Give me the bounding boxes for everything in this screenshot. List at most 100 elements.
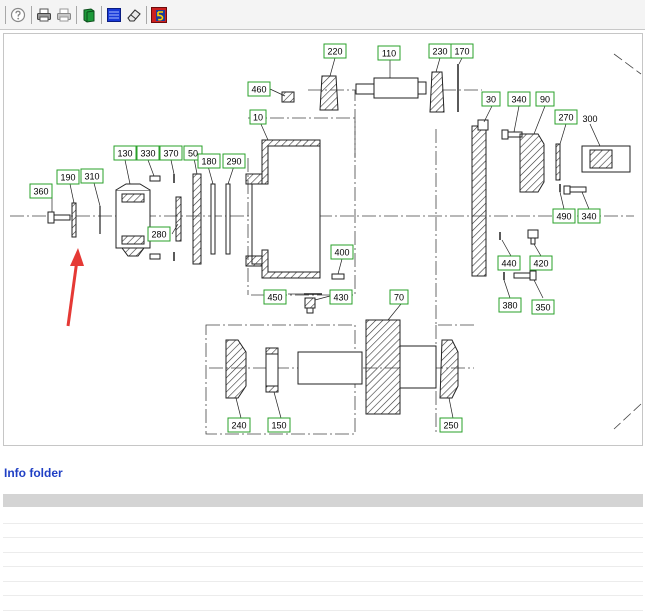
callout-400[interactable]: 400 <box>330 244 354 260</box>
print-preview-icon[interactable] <box>56 7 72 23</box>
eraser-icon[interactable] <box>126 7 142 23</box>
part-150-spacer <box>265 347 279 393</box>
list-item <box>3 509 643 524</box>
callout-130[interactable]: 130 <box>113 145 137 161</box>
part-190-shim <box>71 202 77 238</box>
callout-110[interactable]: 110 <box>377 45 401 61</box>
part-290-ring <box>225 183 231 255</box>
part-400-plug <box>331 273 345 280</box>
print-icon[interactable] <box>36 7 52 23</box>
part-300-hub <box>581 145 631 173</box>
info-header-band <box>3 494 643 507</box>
drawing-viewer[interactable]: 360 190 310 130 330 370 50 180 290 280 4… <box>3 33 643 446</box>
callout-350[interactable]: 350 <box>531 299 555 315</box>
callout-label: 310 <box>84 172 99 182</box>
callout-label: 280 <box>151 230 166 240</box>
callout-label: 290 <box>226 157 241 167</box>
list-item <box>3 524 643 538</box>
callout-310[interactable]: 310 <box>80 168 104 184</box>
callout-label: 380 <box>502 301 517 311</box>
callout-label: 360 <box>33 187 48 197</box>
callout-280[interactable]: 280 <box>147 226 171 242</box>
callout-330[interactable]: 330 <box>136 145 160 161</box>
help-icon[interactable] <box>10 7 26 23</box>
callout-label: 50 <box>188 149 198 159</box>
callout-450[interactable]: 450 <box>263 289 287 305</box>
callout-label: 420 <box>533 259 548 269</box>
callout-label: 110 <box>382 49 396 59</box>
part-220-bearing <box>319 75 339 111</box>
callout-240[interactable]: 240 <box>227 417 251 433</box>
callout-label: 430 <box>333 293 348 303</box>
callout-70[interactable]: 70 <box>389 289 409 305</box>
callout-label: 350 <box>535 303 550 313</box>
info-folder-title: Info folder <box>4 466 63 480</box>
part-460-plug <box>281 91 295 103</box>
callout-340-lower[interactable]: 340 <box>577 208 601 224</box>
list-item <box>3 538 643 553</box>
part-50-cover <box>192 173 202 265</box>
toolbar-separator <box>146 6 147 24</box>
callout-300[interactable]: 300 <box>582 114 597 124</box>
part-250-bearing <box>439 339 459 399</box>
callout-label: 190 <box>60 173 75 183</box>
callout-label: 130 <box>117 149 132 159</box>
callout-150[interactable]: 150 <box>267 417 291 433</box>
callout-10[interactable]: 10 <box>249 109 267 125</box>
callout-label: 450 <box>267 293 282 303</box>
callout-label: 370 <box>163 149 178 159</box>
callout-label: 340 <box>511 95 526 105</box>
callout-340[interactable]: 340 <box>507 91 531 107</box>
callout-label: 300 <box>582 114 597 124</box>
info-list <box>3 509 643 611</box>
part-110-shaft <box>355 77 427 99</box>
part-10-housing <box>245 139 321 279</box>
list-item <box>3 553 643 567</box>
part-340-bolt <box>501 129 523 140</box>
app-logo-icon[interactable] <box>151 7 167 23</box>
part-30-cover <box>471 119 489 277</box>
callout-170[interactable]: 170 <box>450 43 474 59</box>
callout-440[interactable]: 440 <box>497 255 521 271</box>
toolbar-separator <box>31 6 32 24</box>
callout-label: 230 <box>432 47 447 57</box>
callout-220[interactable]: 220 <box>323 43 347 59</box>
callout-label: 440 <box>501 259 516 269</box>
part-130-flange <box>115 183 151 257</box>
callout-label: 150 <box>271 421 286 431</box>
callout-290[interactable]: 290 <box>222 153 246 169</box>
callout-180[interactable]: 180 <box>197 153 221 169</box>
callout-90[interactable]: 90 <box>535 91 555 107</box>
callout-230[interactable]: 230 <box>428 43 452 59</box>
callout-label: 90 <box>540 95 550 105</box>
toolbar-separator <box>5 6 6 24</box>
callout-420[interactable]: 420 <box>529 255 553 271</box>
callout-490[interactable]: 490 <box>552 208 576 224</box>
callout-370[interactable]: 370 <box>159 145 183 161</box>
leader-lines <box>51 57 601 419</box>
callout-460[interactable]: 460 <box>247 81 271 97</box>
callout-360[interactable]: 360 <box>29 183 53 199</box>
part-270-ring <box>555 143 561 181</box>
exploded-parts-drawing: 360 190 310 130 330 370 50 180 290 280 4… <box>10 43 642 435</box>
part-230-bearing <box>429 71 445 113</box>
tools-icon[interactable] <box>106 7 122 23</box>
callout-270[interactable]: 270 <box>554 109 578 125</box>
callout-190[interactable]: 190 <box>56 169 80 185</box>
callout-250[interactable]: 250 <box>439 417 463 433</box>
callout-30[interactable]: 30 <box>481 91 501 107</box>
callout-label: 340 <box>581 212 596 222</box>
callout-label: 490 <box>556 212 571 222</box>
callout-label: 250 <box>443 421 458 431</box>
callout-label: 220 <box>327 47 342 57</box>
callout-label: 10 <box>253 113 263 123</box>
toolbar-separator <box>76 6 77 24</box>
book-icon[interactable] <box>81 7 97 23</box>
callout-label: 460 <box>251 85 266 95</box>
callout-label: 330 <box>140 149 155 159</box>
annotation-arrow-icon <box>66 248 84 327</box>
callout-label: 170 <box>454 47 469 57</box>
callout-380[interactable]: 380 <box>498 297 522 313</box>
list-item <box>3 582 643 596</box>
callout-430[interactable]: 430 <box>329 289 353 305</box>
